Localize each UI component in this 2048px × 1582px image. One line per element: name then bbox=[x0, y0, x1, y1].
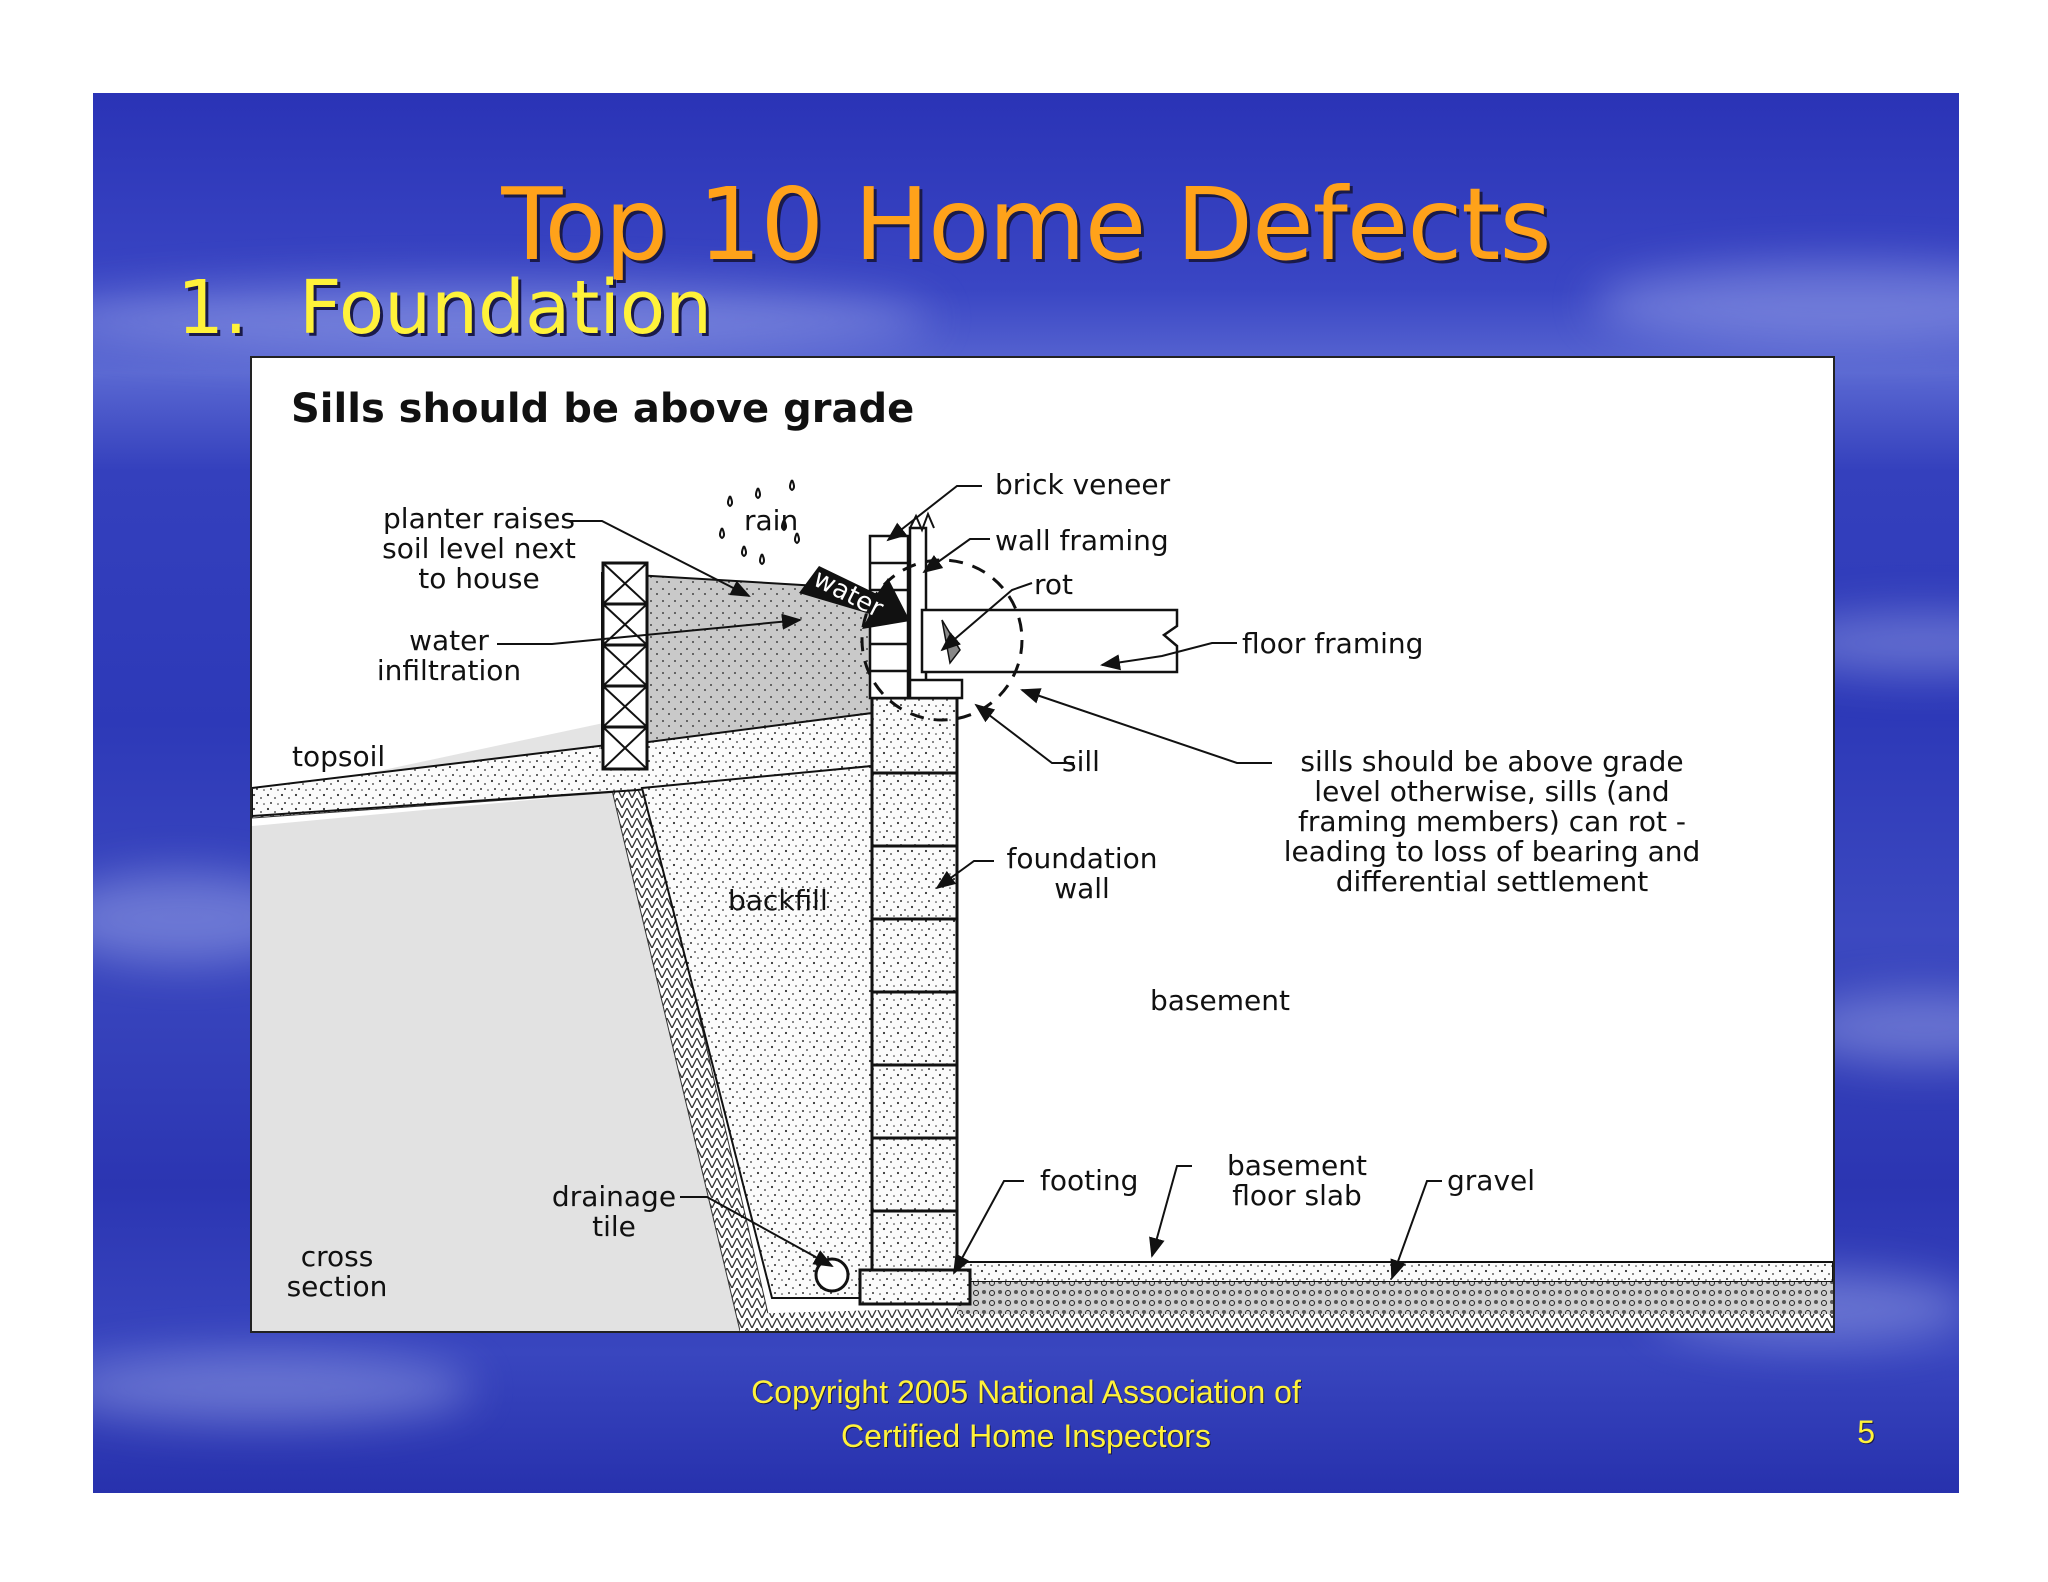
label-gravel: gravel bbox=[1447, 1164, 1535, 1197]
diagram-title: Sills should be above grade bbox=[291, 386, 914, 432]
label-note-line3: framing members) can rot - bbox=[1298, 805, 1686, 838]
label-planter-line1: planter raises bbox=[383, 502, 575, 535]
label-planter-line3: to house bbox=[418, 562, 539, 595]
slide-background: Top 10 Home Defects 1. Foundation bbox=[93, 93, 1959, 1493]
label-rot: rot bbox=[1034, 568, 1073, 601]
label-cross-section-line2: section bbox=[287, 1270, 388, 1303]
label-drainage-tile-line1: drainage bbox=[552, 1180, 676, 1213]
label-note-line1: sills should be above grade bbox=[1300, 745, 1683, 778]
floor-framing bbox=[920, 608, 1179, 674]
label-foundation-wall-line1: foundation bbox=[1006, 842, 1157, 875]
label-topsoil: topsoil bbox=[292, 740, 385, 773]
gravel-layer bbox=[957, 1282, 1833, 1314]
problem-circle bbox=[860, 558, 1024, 722]
label-brick-veneer: brick veneer bbox=[995, 468, 1171, 501]
label-basement-slab-line1: basement bbox=[1227, 1149, 1367, 1182]
label-rain: rain bbox=[744, 504, 798, 537]
foundation-wall bbox=[870, 696, 959, 1300]
sill bbox=[908, 678, 964, 700]
label-water-infiltration-line2: infiltration bbox=[377, 654, 521, 687]
label-basement: basement bbox=[1150, 984, 1290, 1017]
foundation-diagram: Sills should be above grade bbox=[250, 356, 1835, 1333]
copyright-line2: Certified Home Inspectors bbox=[841, 1418, 1211, 1454]
planter-box bbox=[601, 561, 649, 771]
label-cross-section-line1: cross bbox=[301, 1240, 374, 1273]
label-basement-slab-line2: floor slab bbox=[1232, 1179, 1362, 1212]
label-footing: footing bbox=[1040, 1164, 1138, 1197]
label-note-line4: leading to loss of bearing and bbox=[1284, 835, 1701, 868]
subtitle-text: Foundation bbox=[299, 265, 713, 351]
label-foundation-wall-line2: wall bbox=[1054, 872, 1110, 905]
label-planter-line2: soil level next bbox=[382, 532, 576, 565]
label-floor-framing: floor framing bbox=[1242, 627, 1423, 660]
label-water-infiltration-line1: water bbox=[409, 624, 489, 657]
label-wall-framing: wall framing bbox=[995, 524, 1169, 557]
subtitle-number: 1. bbox=[177, 265, 248, 351]
label-note-line2: level otherwise, sills (and bbox=[1314, 775, 1669, 808]
label-backfill: backfill bbox=[728, 884, 828, 917]
label-note-line5: differential settlement bbox=[1336, 865, 1649, 898]
footing bbox=[858, 1268, 972, 1306]
copyright-footer: Copyright 2005 National Association of C… bbox=[93, 1370, 1959, 1458]
slide-title: Top 10 Home Defects bbox=[501, 166, 1551, 283]
undisturbed-soil bbox=[252, 790, 747, 1331]
page-number: 5 bbox=[1857, 1414, 1875, 1450]
label-sill: sill bbox=[1062, 745, 1100, 778]
slide-subtitle: 1. Foundation bbox=[177, 265, 712, 351]
label-drainage-tile-line2: tile bbox=[592, 1210, 636, 1243]
drainage-tile bbox=[814, 1257, 850, 1293]
rain-drops bbox=[719, 479, 800, 566]
copyright-line1: Copyright 2005 National Association of bbox=[751, 1374, 1301, 1410]
